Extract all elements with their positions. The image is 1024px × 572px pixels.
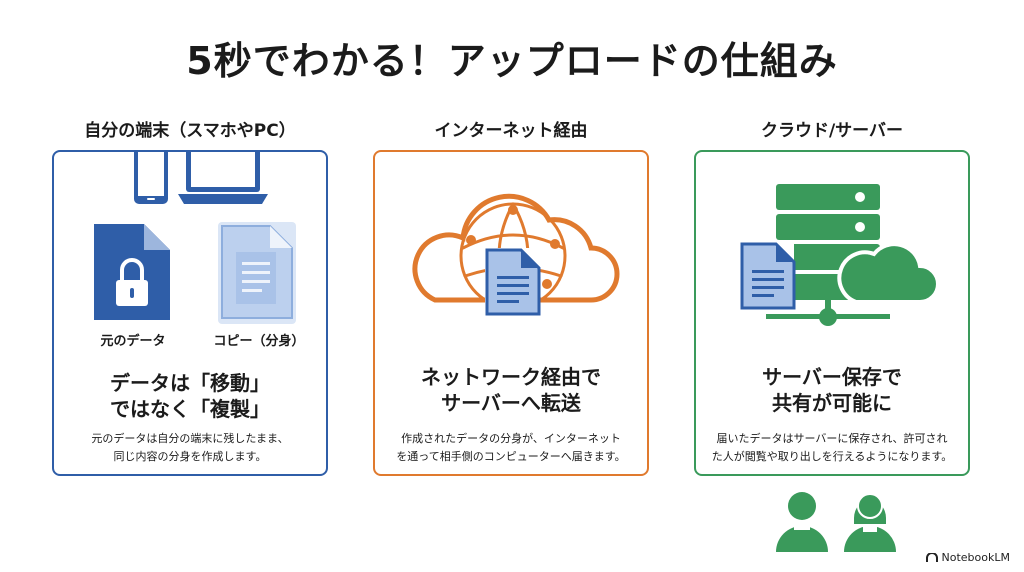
headline-internet: ネットワーク経由で サーバーへ転送 xyxy=(421,365,601,415)
brand-name: NotebookLM xyxy=(941,551,1010,564)
description-server: 届いたデータはサーバーに保存され、許可され た人が閲覧や取り出しを行えるようにな… xyxy=(711,432,953,463)
internet-nodes xyxy=(466,205,560,289)
laptop-icon xyxy=(178,152,268,204)
internet-illustration xyxy=(412,193,620,316)
document-copy-icon xyxy=(218,222,296,324)
cloud-icon xyxy=(837,242,940,304)
user-icon xyxy=(844,493,896,552)
notebooklm-logo-icon xyxy=(925,552,938,562)
smartphone-icon xyxy=(134,152,168,204)
description-internet: 作成されたデータの分身が、インターネット を通って相手側のコンピューターへ届きま… xyxy=(396,432,626,463)
panel-device: 元のデータ コピー（分身） データは「移動」 ではなく「複製」 元のデータは自分… xyxy=(52,150,328,476)
headline-server: サーバー保存で 共有が可能に xyxy=(762,365,902,415)
label-copy: コピー（分身） xyxy=(213,334,305,349)
panel-internet: ネットワーク経由で サーバーへ転送 作成されたデータの分身が、インターネット を… xyxy=(373,150,649,476)
column-heading-internet: インターネット経由 xyxy=(434,121,588,141)
device-illustration xyxy=(94,152,296,324)
brand-watermark: NotebookLM xyxy=(925,551,1010,564)
page-title: 5秒でわかる！アップロードの仕組み xyxy=(186,39,838,83)
column-heading-device: 自分の端末（スマホやPC） xyxy=(84,121,296,141)
users-group xyxy=(776,492,896,552)
locked-document-icon xyxy=(94,224,170,320)
description-device: 元のデータは自分の端末に残したまま、 同じ内容の分身を作成します。 xyxy=(91,432,289,463)
document-icon xyxy=(485,248,541,316)
column-heading-server: クラウド/サーバー xyxy=(760,121,904,141)
label-original-data: 元のデータ xyxy=(100,334,166,349)
server-illustration xyxy=(740,184,940,326)
document-icon xyxy=(740,242,796,310)
headline-device: データは「移動」 ではなく「複製」 xyxy=(110,371,270,421)
panel-server: サーバー保存で 共有が可能に 届いたデータはサーバーに保存され、許可され た人が… xyxy=(694,150,970,476)
user-icon xyxy=(776,492,828,552)
